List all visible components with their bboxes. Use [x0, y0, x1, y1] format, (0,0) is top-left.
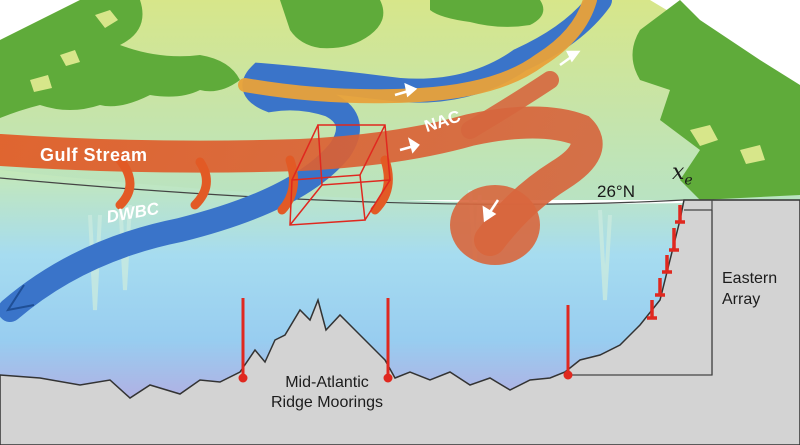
gulf-stream-current: [0, 71, 603, 265]
recirculation-current: [238, 0, 597, 104]
eastern-array-line2: Array: [722, 291, 761, 308]
eastern-array-line1: Eastern: [722, 270, 778, 287]
greenland-land: [280, 0, 544, 49]
dwbc-current: [0, 0, 612, 322]
latitude-label: 26°N: [597, 182, 635, 201]
eastern-array-label: Eastern Array: [722, 268, 777, 310]
mid-atlantic-label: Mid-Atlantic Ridge Moorings: [262, 373, 392, 413]
mid-atlantic-line2: Ridge Moorings: [270, 394, 384, 411]
flow-arrows: [394, 50, 581, 223]
control-volume-box: [289, 124, 391, 226]
europe-africa-land: [632, 0, 800, 200]
gulf-stream-label: Gulf Stream: [40, 145, 148, 165]
ridge-moorings: [238, 298, 573, 383]
seafloor-section: [0, 199, 800, 445]
eddy-recirculations: [115, 155, 393, 215]
eastern-array-bracket: [684, 209, 713, 375]
xe-subscript: e: [684, 172, 693, 189]
xe-symbol: x: [672, 160, 685, 185]
xe-label: xe: [672, 160, 693, 188]
eastern-array-moorings: [647, 205, 685, 320]
north-america-land: [0, 0, 240, 118]
mid-atlantic-line1: Mid-Atlantic: [285, 374, 369, 391]
